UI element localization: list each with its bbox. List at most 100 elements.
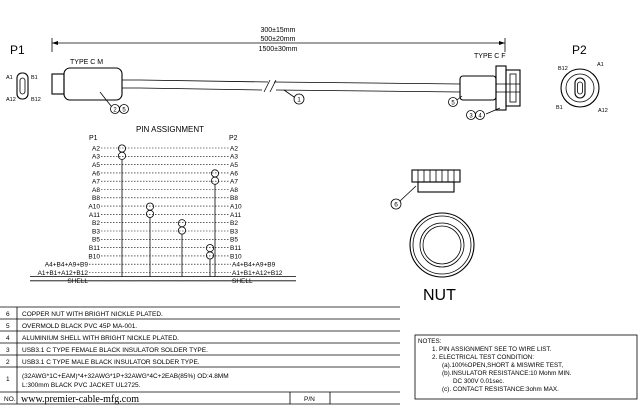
notes-box (414, 334, 638, 400)
nut-label: NUT (423, 287, 456, 304)
pin-right-label: A1+B1+A12+B12 (232, 270, 283, 277)
p1-pin-b1: B1 (31, 75, 38, 81)
pin-assignment-title: PIN ASSIGNMENT (136, 125, 204, 134)
p2-pin-a1: A1 (597, 62, 604, 68)
bom-no: 3 (6, 347, 10, 354)
bom-desc: ALUMINIUM SHELL WITH BRIGHT NICKLE PLATE… (22, 335, 179, 342)
twist-marker (145, 209, 154, 218)
pin-right-label: A3 (230, 154, 238, 161)
pin-left-label: A3 (92, 154, 100, 161)
pin-right-label: SHELL (232, 278, 253, 285)
p2-pin-b12: B12 (558, 66, 568, 72)
pin-left-label: A1+B1+A12+B12 (38, 270, 89, 277)
bom-desc: USB3.1 C TYPE MALE BLACK INSULATOR SOLDE… (22, 359, 200, 366)
balloon-nut-6: 6 (394, 202, 398, 209)
pin-left-label: A2 (92, 145, 100, 152)
balloon-1: 1 (297, 97, 301, 104)
dimension-1500: 1500±30mm (259, 46, 298, 53)
right-connector-type: TYPE C F (474, 53, 506, 60)
pin-right-label: A2 (230, 145, 238, 152)
twist-marker (210, 169, 219, 178)
bom-desc-2: L:300mm BLACK PVC JACKET UL2725. (22, 382, 141, 389)
p1-connector-body (51, 67, 140, 101)
pin-left-label: B2 (92, 220, 100, 227)
note-line: (a).100%OPEN,SHORT & MISWIRE TEST, (442, 362, 563, 369)
note-line: (c). CONTACT RESISTANCE:3ohm MAX. (442, 386, 559, 393)
pin-left-label: A4+B4+A9+B9 (45, 262, 89, 269)
twist-marker (177, 219, 186, 228)
twist-marker (118, 144, 127, 153)
bom-no: 6 (6, 311, 10, 318)
pin-left-label: B10 (88, 253, 100, 260)
p2-label: P2 (572, 43, 587, 57)
bom-desc: USB3.1 C TYPE FEMALE BLACK INSULATOR SOL… (22, 347, 208, 354)
pin-right-label: A11 (230, 212, 241, 219)
pin-left-label: A10 (88, 204, 100, 211)
pin-right-label: A4+B4+A9+B9 (232, 262, 276, 269)
note-line: (b).INSULATOR RESISTANCE:10 Mohm MIN. (442, 370, 572, 377)
bom-table (0, 306, 400, 405)
note-line: NOTES: (418, 338, 442, 345)
bom-footer-no: NO. (4, 396, 16, 403)
dimension-300: 300±15mm (261, 27, 296, 34)
pin-left-label: A5 (92, 162, 100, 169)
bom-no: 5 (6, 323, 10, 330)
balloon-p2-3: 3 (469, 114, 473, 120)
p1-pin-b12: B12 (31, 97, 41, 103)
balloon-p2-4: 4 (478, 114, 482, 120)
pin-header-p1: P1 (89, 135, 98, 142)
pin-left-label: A8 (92, 187, 100, 194)
pin-right-label: B5 (230, 237, 238, 244)
pin-right-label: B3 (230, 228, 238, 235)
p1-label: P1 (10, 43, 25, 57)
twist-marker (145, 202, 154, 211)
note-line: DC 300V 0.01sec. (453, 378, 504, 385)
bom-no: 2 (6, 359, 10, 366)
dimension-lines (51, 38, 506, 52)
nut-front-view (409, 212, 475, 278)
balloon-p1-2: 2 (113, 108, 117, 114)
pin-right-label: A5 (230, 162, 238, 169)
bom-no: 4 (6, 335, 10, 342)
nut-side-view (411, 169, 461, 193)
twist-marker (177, 226, 186, 235)
pin-right-label: B11 (230, 245, 241, 252)
cable (139, 79, 461, 93)
note-line: 1. PIN ASSIGNMENT SEE TO WIRE LIST. (432, 346, 552, 353)
twist-marker (210, 176, 219, 185)
pin-right-label: B8 (230, 195, 238, 202)
bom-desc: (32AWG*1C+EAM)*4+32AWG*1P+32AWG*4C+2EAB(… (22, 373, 229, 380)
pin-left-label: A7 (92, 179, 100, 186)
pin-left-label: SHELL (67, 278, 88, 285)
pin-left-label: A6 (92, 170, 100, 177)
p2-pin-b1: B1 (556, 105, 563, 111)
balloon-p2-5: 5 (451, 101, 455, 107)
pin-header-p2: P2 (229, 135, 238, 142)
bom-no: 1 (6, 376, 10, 383)
pin-right-label: A8 (230, 187, 238, 194)
pin-left-label: B8 (92, 195, 100, 202)
pin-right-label: B10 (230, 253, 242, 260)
pin-right-label: A6 (230, 170, 238, 177)
left-connector-type: TYPE C M (70, 59, 103, 66)
twist-marker (118, 151, 127, 160)
twist-marker (205, 244, 214, 253)
p2-connector-face (560, 68, 600, 108)
bom-desc: COPPER NUT WITH BRIGHT NICKLE PLATED. (22, 311, 163, 318)
pin-right-label: B2 (230, 220, 238, 227)
pin-left-label: B11 (89, 245, 100, 252)
balloon-p1-5: 5 (122, 108, 126, 114)
dimension-500: 500±20mm (261, 36, 296, 43)
p2-pin-a12: A12 (598, 108, 608, 114)
pin-left-label: A11 (89, 212, 100, 219)
p1-pin-a1: A1 (6, 75, 13, 81)
notes: NOTES:1. PIN ASSIGNMENT SEE TO WIRE LIST… (418, 338, 572, 393)
twist-marker (205, 251, 214, 260)
pin-right-label: A7 (230, 179, 238, 186)
website: www.premier-cable-mfg.com (21, 394, 139, 405)
pin-right-label: A10 (230, 204, 242, 211)
p1-connector-face (16, 72, 29, 100)
note-line: 2. ELECTRICAL TEST CONDITION: (432, 354, 534, 361)
